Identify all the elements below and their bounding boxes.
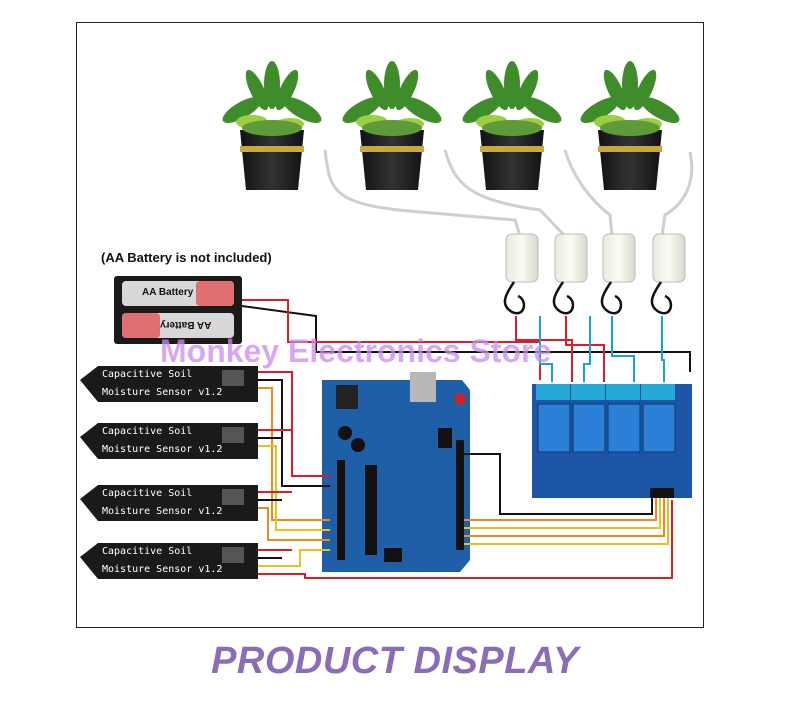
water-pump — [650, 233, 686, 315]
plant-pot — [580, 61, 680, 190]
soil-sensor — [80, 366, 258, 402]
battery-label-bottom: AA Battery — [160, 319, 212, 330]
control-wires — [464, 453, 669, 545]
soil-sensor — [80, 485, 258, 521]
plant-pot — [222, 61, 322, 190]
water-pump — [503, 233, 539, 315]
soil-sensors — [80, 366, 258, 579]
water-pumps — [503, 233, 686, 315]
soil-sensor — [80, 543, 258, 579]
power-wires — [241, 299, 691, 382]
arduino-board — [322, 372, 470, 572]
sensor-wires — [258, 371, 673, 579]
plant-pot — [342, 61, 442, 190]
relay-module — [532, 384, 692, 498]
battery-label-top: AA Battery — [142, 287, 194, 298]
water-pump — [552, 233, 588, 315]
water-tubes — [323, 149, 694, 238]
soil-sensor — [80, 423, 258, 459]
product-display-caption: PRODUCT DISPLAY — [211, 640, 579, 682]
plant-pot — [462, 61, 562, 190]
battery-note: (AA Battery is not included) — [101, 250, 272, 265]
water-pump — [600, 233, 636, 315]
plant-pots — [222, 61, 680, 190]
battery-holder — [114, 276, 242, 344]
